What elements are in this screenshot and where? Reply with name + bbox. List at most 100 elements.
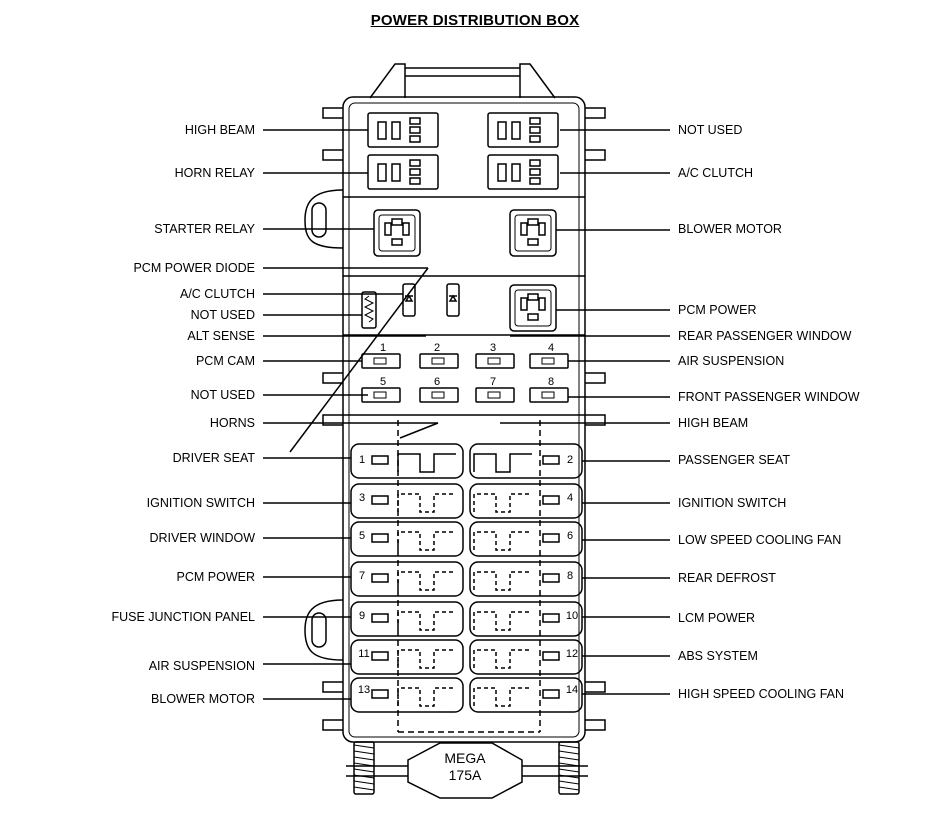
terminal-thread — [353, 780, 375, 785]
label-high-speed-cooling-fan: HIGH SPEED COOLING FAN — [678, 687, 845, 701]
mini-fuse-number-4: 4 — [547, 342, 555, 354]
label-pcm-power-diode: PCM POWER DIODE — [133, 261, 255, 275]
maxi-fuse-blade — [542, 455, 560, 465]
pcm-power-relay-inner — [514, 289, 552, 327]
pcm-power-relay-pin — [527, 313, 539, 321]
side-clip — [322, 372, 343, 384]
mounting-boss-lower — [304, 599, 344, 661]
not-used-resistor — [361, 291, 377, 329]
maxi-fuse-number-10: 10 — [565, 610, 579, 622]
maxi-fuse-element — [397, 687, 456, 707]
maxi-fuse-number-11: 11 — [358, 648, 370, 660]
maxi-fuse-number-6: 6 — [566, 530, 574, 542]
maxi-fuse-number-12: 12 — [565, 648, 579, 660]
maxi-fuse-number-7: 7 — [358, 570, 366, 582]
starter-relay-pin — [384, 222, 392, 236]
label-not-used-resistor: NOT USED — [190, 308, 255, 322]
maxi-fuse-element — [397, 493, 456, 513]
maxi-fuse-right — [469, 601, 583, 637]
label-starter-relay: STARTER RELAY — [154, 222, 255, 236]
maxi-fuse-number-5: 5 — [358, 530, 366, 542]
terminal-thread — [353, 756, 375, 761]
maxi-fuse-element — [473, 687, 532, 707]
label-ac-clutch-relay: A/C CLUTCH — [678, 166, 754, 180]
blower-motor-relay-pin — [527, 238, 539, 246]
maxi-fuse-element — [397, 611, 456, 631]
mini-fuse-blade — [487, 357, 501, 365]
mini-fuse-blade — [431, 391, 445, 399]
not-used-relay-pin — [529, 117, 541, 125]
horn-relay-pin — [409, 168, 421, 176]
terminal-thread — [353, 750, 375, 755]
label-pcm-power-left: PCM POWER — [176, 570, 255, 584]
horn-relay-pin — [409, 159, 421, 167]
maxi-fuse-number-4: 4 — [566, 492, 574, 504]
label-driver-seat: DRIVER SEAT — [172, 451, 255, 465]
housing-inner — [348, 102, 580, 738]
label-blower-motor-relay: BLOWER MOTOR — [678, 222, 782, 236]
mini-fuse-blade — [541, 391, 555, 399]
terminal-thread — [558, 744, 580, 749]
maxi-fuse-number-1: 1 — [358, 454, 366, 466]
mini-fuse — [419, 353, 459, 369]
label-high-beam-fuse: HIGH BEAM — [678, 416, 749, 430]
mini-fuse — [529, 387, 569, 403]
maxi-fuse-right — [469, 521, 583, 557]
label-air-suspension-left: AIR SUSPENSION — [148, 659, 255, 673]
ac-clutch-relay-pin — [497, 163, 507, 182]
mini-fuse-blade — [373, 357, 387, 365]
maxi-fuse-blade — [542, 533, 560, 543]
not-used-relay-pin — [497, 121, 507, 140]
pcm-power-diode — [446, 283, 460, 317]
not-used-relay-pin — [529, 126, 541, 134]
ac-clutch-relay-pin — [529, 177, 541, 185]
horn-relay-pin — [391, 163, 401, 182]
maxi-fuse-blade — [542, 495, 560, 505]
ac-clutch-relay-pin — [529, 159, 541, 167]
mega-fuse-body — [407, 742, 523, 799]
maxi-fuse-number-9: 9 — [358, 610, 366, 622]
maxi-fuse-left — [350, 601, 464, 637]
leader-line — [399, 422, 439, 439]
maxi-fuse-right — [469, 483, 583, 519]
horn-relay — [367, 154, 439, 190]
label-horns: HORNS — [209, 416, 255, 430]
mini-fuse-blade — [373, 391, 387, 399]
resistor-zigzag — [363, 295, 375, 323]
side-clip — [585, 681, 606, 693]
mini-fuse-number-1: 1 — [379, 342, 387, 354]
ac-clutch-relay-pin — [511, 163, 521, 182]
maxi-fuse-element — [397, 531, 456, 551]
mini-fuse — [419, 387, 459, 403]
maxi-fuse-blade — [542, 651, 560, 661]
label-front-passenger-window: FRONT PASSENGER WINDOW — [678, 390, 860, 404]
mini-fuse-number-2: 2 — [433, 342, 441, 354]
maxi-fuse-left — [350, 521, 464, 557]
label-blower-motor-left: BLOWER MOTOR — [151, 692, 255, 706]
high-beam-relay-pin — [377, 121, 387, 140]
maxi-fuse-blade — [371, 533, 389, 543]
mounting-boss-upper — [304, 189, 344, 249]
label-ignition-switch-left: IGNITION SWITCH — [146, 496, 255, 510]
terminal-thread — [353, 744, 375, 749]
mega-fuse-label-line2: 175A — [448, 767, 482, 783]
starter-relay-inner — [378, 214, 416, 252]
maxi-fuse-number-3: 3 — [358, 492, 366, 504]
side-clip — [585, 372, 606, 384]
horn-relay-pin — [409, 177, 421, 185]
side-clip — [322, 149, 343, 161]
terminal-thread — [558, 756, 580, 761]
label-horn-relay: HORN RELAY — [174, 166, 255, 180]
label-not-used-relay: NOT USED — [678, 123, 743, 137]
mini-fuse-number-6: 6 — [433, 376, 441, 388]
starter-relay-pin — [402, 222, 410, 236]
terminal-thread — [558, 786, 580, 791]
maxi-fuse-element — [397, 453, 456, 473]
blower-motor-relay-pin — [527, 218, 539, 226]
maxi-fuse-blade — [371, 613, 389, 623]
maxi-fuse-element — [473, 531, 532, 551]
diode-symbol — [448, 294, 458, 302]
label-lcm-power: LCM POWER — [678, 611, 756, 625]
label-ac-clutch-diode: A/C CLUTCH — [179, 287, 255, 301]
